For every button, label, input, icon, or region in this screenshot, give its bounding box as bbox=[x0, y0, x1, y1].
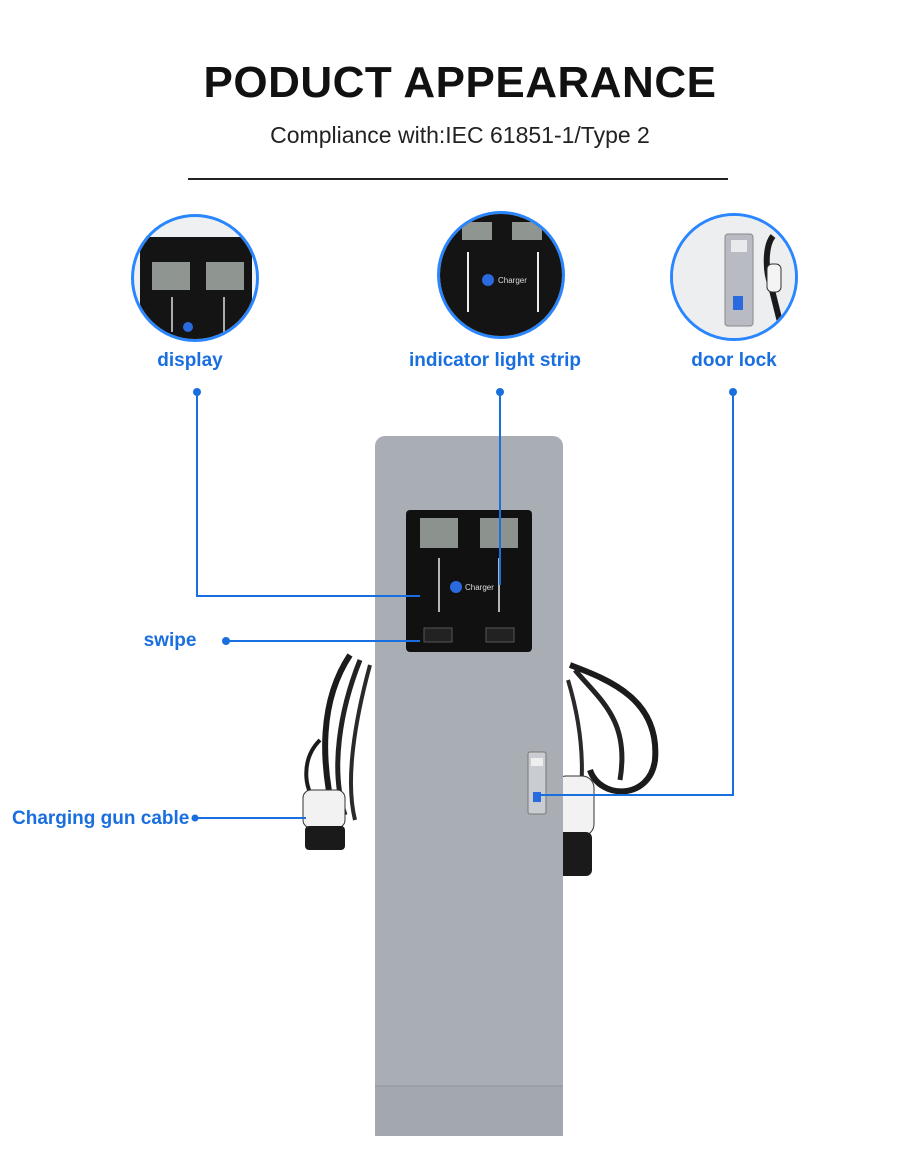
door-lock-marker bbox=[729, 388, 737, 396]
door-lock-detail-circle bbox=[670, 213, 798, 341]
card-reader-b bbox=[485, 627, 515, 643]
page-subtitle: Compliance with:IEC 61851-1/Type 2 bbox=[270, 122, 650, 148]
display-marker bbox=[193, 388, 201, 396]
divider bbox=[188, 178, 728, 180]
brand-logo-icon bbox=[450, 581, 462, 593]
display-detail-circle bbox=[131, 214, 259, 342]
door-lock bbox=[527, 751, 547, 815]
left-charging-cable bbox=[302, 653, 372, 850]
page-title: PODUCT APPEARANCE bbox=[203, 58, 717, 107]
indicator-detail-circle: Charger bbox=[437, 211, 565, 339]
brand-text: Charger bbox=[465, 583, 494, 592]
cable-marker bbox=[191, 814, 199, 822]
front-panel: Charger bbox=[406, 510, 532, 652]
screen-a bbox=[420, 518, 458, 548]
indicator-marker bbox=[496, 388, 504, 396]
indicator-label: indicator light strip bbox=[408, 350, 582, 371]
card-reader-a bbox=[423, 627, 453, 643]
door-lock-label: door lock bbox=[691, 350, 777, 371]
right-charging-cable bbox=[550, 662, 659, 876]
swipe-label: swipe bbox=[143, 630, 197, 651]
leader-lines bbox=[195, 392, 734, 819]
cable-label: Charging gun cable bbox=[12, 808, 190, 829]
display-label: display bbox=[157, 350, 223, 371]
indicator-brand-text: Charger bbox=[498, 276, 527, 285]
swipe-marker bbox=[222, 637, 230, 645]
